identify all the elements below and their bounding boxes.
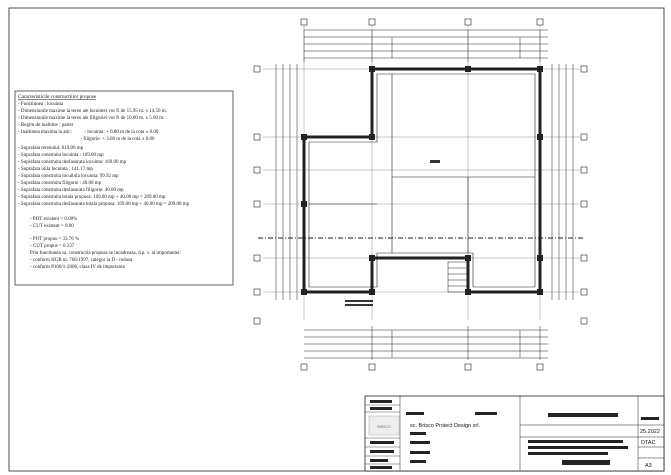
char-line: - Suprafata construita desfasurata total…	[18, 202, 190, 207]
company-logo: BRISCO	[368, 415, 400, 436]
char-line: - Suprafata construita locuinta : 169.00…	[18, 153, 104, 158]
inner-walls	[308, 73, 536, 288]
drawing-date: 25.2022	[640, 429, 660, 435]
characteristics-box: Caracteristicile constructiilor propuse …	[14, 90, 234, 286]
bottom-label	[345, 300, 373, 306]
bottom-dimension-lines	[304, 326, 548, 360]
svg-text:BRISCO: BRISCO	[377, 425, 391, 429]
char-line: - filigorie: + 3.60 m de la cota ± 0.00	[18, 137, 155, 142]
left-dimension-lines	[275, 64, 298, 300]
char-line: - CUT propus = 0.337	[30, 244, 75, 249]
char-line: - CUT existent = 0.00	[30, 224, 74, 229]
characteristics-title: Caracteristicile constructiilor propuse	[18, 94, 97, 100]
top-dimension-lines	[303, 29, 548, 62]
char-line: - Functiunea : locuinta	[18, 102, 64, 107]
columns	[301, 66, 543, 295]
title-block: BRISCO sc. Brisco Proiect Design srl. 25…	[364, 395, 665, 472]
sheet-format: A3	[645, 463, 652, 469]
char-line: - Inaltimea maxima la atic: - locuinta: …	[18, 130, 159, 135]
char-line: - Suprafata utila locuinta : 141.17 mp	[18, 167, 93, 172]
char-line: - Suprafata construita desfasurata locui…	[18, 160, 127, 165]
char-line: - Suprafata construita filigorie : 40.00…	[18, 181, 102, 186]
axis-markers	[253, 18, 588, 371]
project-phase: DTAC	[641, 440, 656, 446]
room-label	[430, 160, 440, 163]
char-line: - Dimensiunile maxime la teren ale locui…	[18, 109, 167, 114]
char-line: - Suprafata terenului: 619.00 mp	[18, 146, 84, 151]
char-line: - Suprafata construita totala propusa: 1…	[18, 195, 166, 200]
char-line: Prin functiunea sa, constructia propusa …	[30, 251, 181, 256]
char-line: - Regim de inaltime : parter	[18, 123, 74, 128]
sheet-border	[8, 7, 665, 472]
company-name: sc. Brisco Proiect Design srl.	[410, 423, 480, 429]
char-line: - conform P100/1-2006, clasa IV de impor…	[30, 265, 126, 270]
redacted-fields	[370, 400, 659, 469]
char-line: - Suprafata construita desfasurata filig…	[18, 188, 124, 193]
char-line: - Suprafata construita locuibila locuint…	[18, 174, 119, 179]
stair-detail	[447, 261, 469, 293]
char-line: - POT existent = 0.00%	[30, 217, 77, 222]
char-line: - POT propus = 33.76 %	[30, 237, 79, 242]
right-dimension-lines	[551, 64, 574, 300]
floor-plan	[253, 18, 588, 371]
walls	[302, 67, 542, 294]
char-line: - conform HGR nr. 766/1997, categor ia D…	[30, 258, 133, 263]
char-line: - Dimensiunile maxime la teren ale filig…	[18, 116, 164, 121]
